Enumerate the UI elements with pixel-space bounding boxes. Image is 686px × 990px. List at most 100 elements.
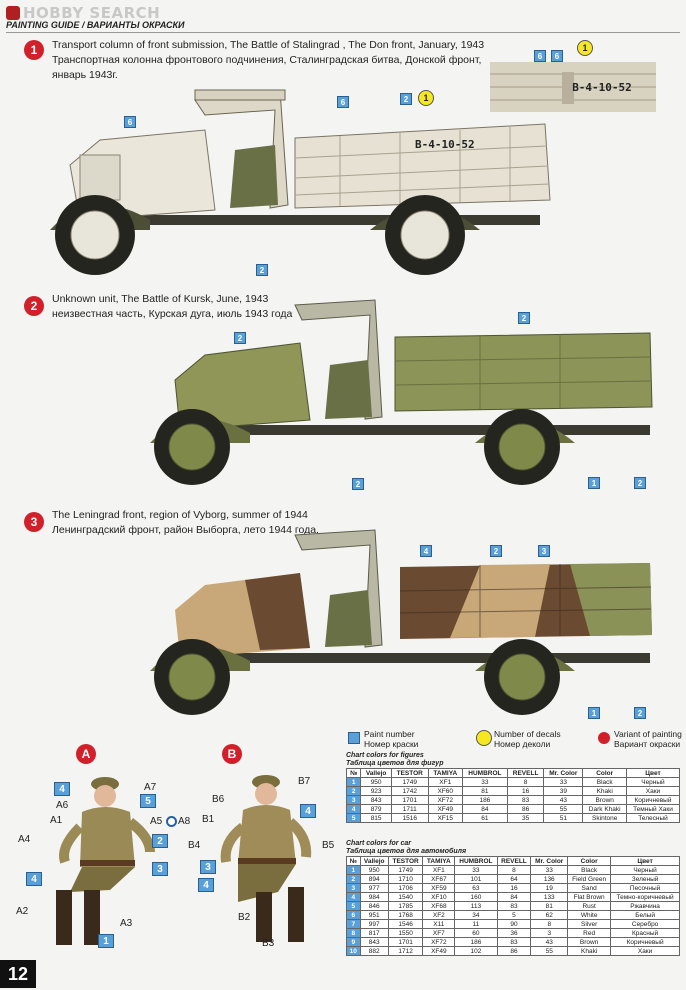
table-cell: Телесный (625, 813, 681, 823)
table-cell: 843 (359, 937, 389, 947)
table-cell: 5 (345, 813, 362, 823)
table-cell: Brown (582, 795, 627, 805)
table-cell: 43 (530, 937, 569, 947)
table-cell: XF15 (427, 813, 463, 823)
table-cell: XF67 (422, 874, 456, 884)
logo-icon (6, 6, 20, 20)
table-cell: 7 (346, 919, 361, 929)
table-cell: 133 (530, 892, 569, 902)
legend-paint-swatch (348, 732, 360, 744)
table-cell: 81 (461, 786, 508, 796)
table-cell: 4 (346, 892, 361, 902)
table-cell: 817 (359, 928, 389, 938)
table-cell: 1712 (387, 946, 424, 956)
table-cell: XF49 (427, 804, 463, 814)
table-cell: X11 (422, 919, 456, 929)
col-header: TAMIYA (427, 768, 463, 778)
table-cell: Коричневый (625, 795, 681, 805)
table-cell: Red (567, 928, 612, 938)
variant-3-badge: 3 (24, 512, 44, 532)
col-header: REVELL (496, 856, 532, 866)
paint-callout: 4 (54, 782, 70, 796)
watermark: HOBBY SEARCH (6, 4, 160, 22)
table-cell: 1546 (387, 919, 424, 929)
col-header: Vallejo (360, 768, 392, 778)
table-cell: 11 (454, 919, 498, 929)
table-cell: 33 (461, 777, 508, 787)
table-cell: 1749 (387, 865, 424, 875)
table-cell: 84 (461, 804, 508, 814)
table-cell: 33 (530, 865, 569, 875)
table-cell: Khaki (582, 786, 627, 796)
table-cell: 55 (543, 804, 584, 814)
figure-a-label: A8 (178, 816, 191, 827)
col-header: № (345, 768, 362, 778)
table-cell: 83 (506, 795, 545, 805)
table-cell: 9 (346, 937, 361, 947)
table-cell: 102 (454, 946, 498, 956)
table-cell: Black (582, 777, 627, 787)
figure-b-badge: B (222, 744, 242, 764)
table-cell: 1550 (387, 928, 424, 938)
table-cell: 1785 (387, 901, 424, 911)
paint-callout: 4 (26, 872, 42, 886)
paint-callout: 4 (420, 545, 432, 557)
table-cell: Silver (567, 919, 612, 929)
col-header: HUMBROL (461, 768, 508, 778)
table-cell: 951 (359, 910, 389, 920)
table-cell: 846 (359, 901, 389, 911)
table-cell: 136 (530, 874, 569, 884)
table-cell: 51 (543, 813, 584, 823)
table-cell: XF49 (422, 946, 456, 956)
table-cell: Коричневый (610, 937, 680, 947)
table-cell: 1749 (390, 777, 429, 787)
legend-decal-en: Number of decals (494, 729, 561, 739)
truck-1-illustration: B-4-10-52 (50, 89, 551, 275)
car-table: № Vallejo TESTOR TAMIYA HUMBROL REVELL M… (346, 856, 680, 956)
col-header: Mr. Color (543, 768, 584, 778)
table-cell: 997 (359, 919, 389, 929)
table-cell: Темно-коричневый (610, 892, 680, 902)
paint-callout: 2 (152, 834, 168, 848)
figure-b-illustration (220, 775, 312, 942)
table-cell: 61 (461, 813, 508, 823)
figure-b-label: B3 (262, 938, 275, 949)
figure-a-label: A4 (18, 834, 31, 845)
table-cell: Sand (567, 883, 612, 893)
table-cell: 86 (506, 804, 545, 814)
table-cell: XF7 (422, 928, 456, 938)
variant-1-caption-ru: Транспортная колонна фронтового подчинен… (52, 54, 482, 81)
truck-2-illustration (150, 299, 653, 485)
figure-table-title-en: Chart colors for figures (346, 752, 424, 759)
col-header: REVELL (506, 768, 545, 778)
col-header: TESTOR (387, 856, 424, 866)
paint-callout: 6 (337, 96, 349, 108)
col-header: № (346, 856, 361, 866)
table-cell: 894 (359, 874, 389, 884)
variant-3-caption-ru: Ленинградский фронт, район Выборга, лето… (52, 524, 319, 536)
table-cell: Зеленый (610, 874, 680, 884)
table-cell: 5 (496, 910, 532, 920)
figure-a-badge: A (76, 744, 96, 764)
decal-callout: 1 (577, 40, 593, 56)
paint-callout: 2 (634, 707, 646, 719)
legend-decal-swatch (476, 730, 492, 746)
variant-1-badge: 1 (24, 40, 44, 60)
table-cell: 35 (506, 813, 545, 823)
table-cell: XF60 (427, 786, 463, 796)
col-header: TAMIYA (422, 856, 456, 866)
table-cell: XF1 (427, 777, 463, 787)
table-cell: XF72 (427, 795, 463, 805)
table-cell: 1711 (390, 804, 429, 814)
figure-b-label: B2 (238, 912, 251, 923)
table-cell: 10 (346, 946, 361, 956)
variant-2-caption-ru: неизвестная часть, Курская дуга, июль 19… (52, 308, 293, 320)
